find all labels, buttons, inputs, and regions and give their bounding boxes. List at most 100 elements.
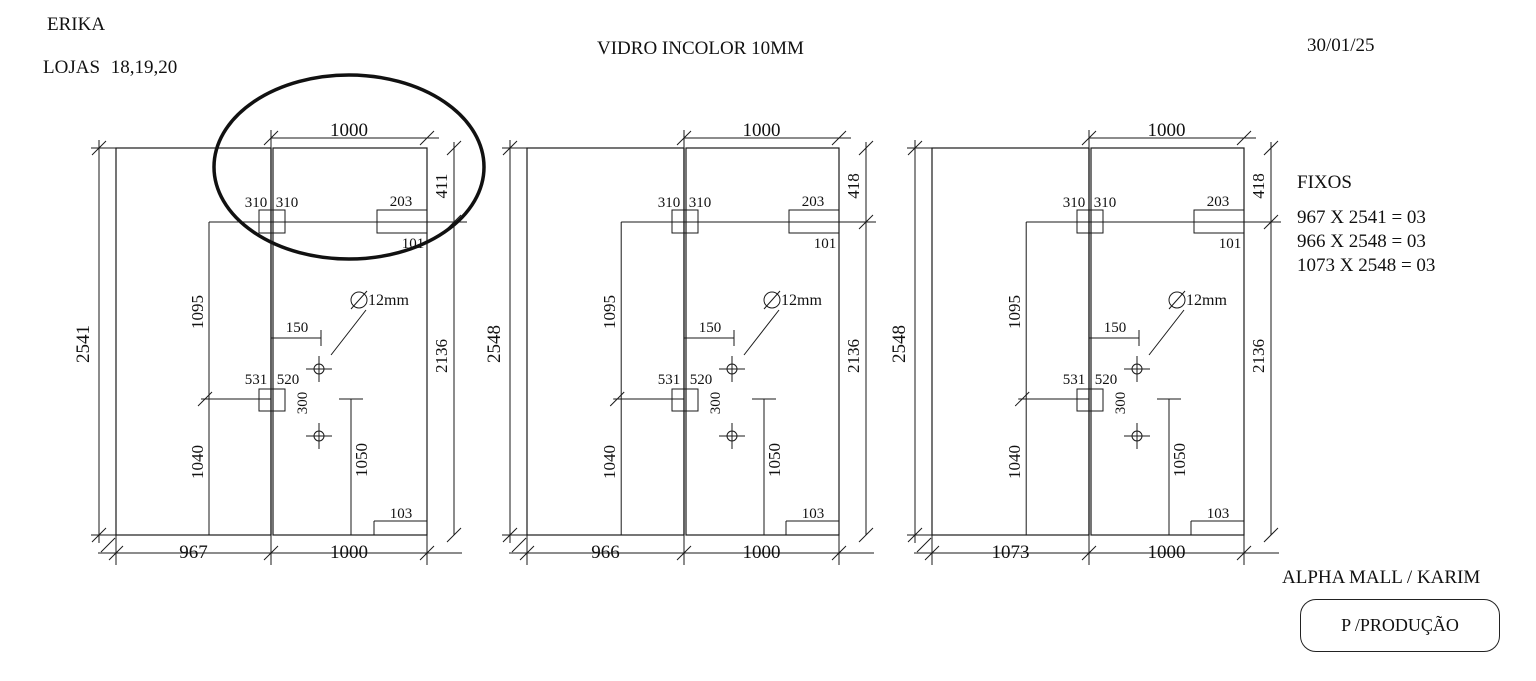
dimension-tick bbox=[1081, 545, 1097, 561]
diameter-symbol bbox=[1168, 291, 1186, 309]
diameter-symbol bbox=[350, 291, 368, 309]
drawing-date: 30/01/25 bbox=[1307, 35, 1375, 56]
handle-height-dim: 1050 bbox=[352, 443, 371, 477]
corner-notch-dim: 103 bbox=[802, 506, 825, 522]
top-width-dim: 1000 bbox=[1148, 120, 1186, 141]
hole-offset-dim: 150 bbox=[1104, 320, 1127, 336]
dimension-tick bbox=[108, 545, 124, 561]
lower-vertical-dim: 1040 bbox=[1005, 445, 1024, 479]
hinge-bottom-left-dim: 531 bbox=[1063, 372, 1086, 388]
door-width-dim: 1000 bbox=[743, 542, 781, 563]
dimension-tick bbox=[831, 130, 847, 146]
top-offset-dim: 418 bbox=[1249, 173, 1268, 199]
dimension-tick bbox=[831, 545, 847, 561]
dimension-tick bbox=[609, 391, 625, 407]
glass-material: VIDRO INCOLOR 10MM bbox=[597, 38, 804, 59]
door-height-dim: 2136 bbox=[1249, 339, 1268, 373]
top-offset-dim: 411 bbox=[432, 174, 451, 199]
stores-line: LOJAS 18,19,20 bbox=[43, 57, 177, 79]
hinge-bottom-right-dim: 520 bbox=[690, 372, 713, 388]
highlight-ellipse bbox=[212, 73, 486, 261]
hinge-bottom-left-dim: 531 bbox=[245, 372, 268, 388]
corner-notch-dim: 103 bbox=[390, 506, 413, 522]
hinge-top-right-dim: 310 bbox=[689, 195, 712, 211]
lock-top-dim: 203 bbox=[1207, 194, 1230, 210]
diameter-leader bbox=[1148, 309, 1185, 356]
top-offset-dim: 418 bbox=[844, 173, 863, 199]
hinge-top-right-dim: 310 bbox=[1094, 195, 1117, 211]
diameter-leader bbox=[743, 309, 780, 356]
top-hinge-patch bbox=[671, 209, 699, 234]
door-glass-outline bbox=[1090, 147, 1245, 536]
total-height-dim: 2548 bbox=[484, 325, 505, 363]
fixed-width-dim: 967 bbox=[179, 542, 208, 563]
stores-numbers: 18,19,20 bbox=[110, 57, 178, 78]
dimension-tick bbox=[676, 545, 692, 561]
dimension-tick bbox=[446, 140, 462, 156]
hole-diameter-dim: 12mm bbox=[368, 292, 409, 309]
dimension-tick bbox=[924, 545, 940, 561]
production-stamp: P /PRODUÇÃO bbox=[1300, 599, 1500, 652]
stores-label: LOJAS bbox=[43, 57, 101, 78]
handle-height-dim: 1050 bbox=[765, 443, 784, 477]
diameter-symbol-slash bbox=[763, 290, 781, 310]
hole-diameter-dim: 12mm bbox=[1186, 292, 1227, 309]
fixed-width-dim: 1073 bbox=[992, 542, 1030, 563]
hole-offset-dim: 150 bbox=[286, 320, 309, 336]
handle-height-dim: 1050 bbox=[1170, 443, 1189, 477]
summary-line: 967 X 2541 = 03 bbox=[1297, 207, 1426, 228]
hinge-bottom-right-dim: 520 bbox=[277, 372, 300, 388]
dimension-tick bbox=[1014, 391, 1030, 407]
upper-vertical-dim: 1095 bbox=[600, 295, 619, 329]
dimension-tick bbox=[916, 537, 932, 553]
summary-title: FIXOS bbox=[1297, 172, 1352, 193]
upper-vertical-dim: 1095 bbox=[188, 295, 207, 329]
lock-bottom-dim: 101 bbox=[1219, 236, 1242, 252]
dimension-tick bbox=[100, 537, 116, 553]
diameter-leader bbox=[330, 309, 367, 356]
stamp-label: P /PRODUÇÃO bbox=[1341, 615, 1459, 635]
bottom-hinge-patch bbox=[258, 388, 286, 412]
top-hinge-patch bbox=[258, 209, 286, 234]
fixed-panels-summary: FIXOS 967 X 2541 = 03 966 X 2548 = 03 10… bbox=[1297, 171, 1435, 278]
hinge-top-right-dim: 310 bbox=[276, 195, 299, 211]
lower-vertical-dim: 1040 bbox=[600, 445, 619, 479]
door-glass-outline bbox=[685, 147, 840, 536]
door-glass-outline bbox=[272, 147, 428, 536]
dimension-tick bbox=[197, 391, 213, 407]
bottom-hinge-patch bbox=[1076, 388, 1104, 412]
hole-spacing-dim: 300 bbox=[295, 392, 311, 415]
upper-vertical-dim: 1095 bbox=[1005, 295, 1024, 329]
dimension-tick bbox=[1236, 130, 1252, 146]
door-height-dim: 2136 bbox=[844, 339, 863, 373]
hole-spacing-dim: 300 bbox=[1113, 392, 1129, 415]
glass-panel-1: 310 310 531 520 203 101 103 150 300 12mm 1050 1095 1… bbox=[73, 120, 467, 565]
hinge-bottom-right-dim: 520 bbox=[1095, 372, 1118, 388]
lock-bottom-dim: 101 bbox=[814, 236, 837, 252]
lower-vertical-dim: 1040 bbox=[188, 445, 207, 479]
hinge-top-left-dim: 310 bbox=[658, 195, 681, 211]
client-location: ALPHA MALL / KARIM bbox=[1282, 567, 1481, 588]
hinge-top-left-dim: 310 bbox=[245, 195, 268, 211]
dimension-tick bbox=[1236, 545, 1252, 561]
dimension-tick bbox=[419, 130, 435, 146]
lock-top-dim: 203 bbox=[802, 194, 825, 210]
door-width-dim: 1000 bbox=[330, 542, 368, 563]
door-height-dim: 2136 bbox=[432, 339, 451, 373]
total-height-dim: 2548 bbox=[889, 325, 910, 363]
top-width-dim: 1000 bbox=[743, 120, 781, 141]
summary-line: 966 X 2548 = 03 bbox=[1297, 231, 1426, 252]
hole-offset-dim: 150 bbox=[699, 320, 722, 336]
summary-line: 1073 X 2548 = 03 bbox=[1297, 255, 1436, 276]
dimension-tick bbox=[858, 140, 874, 156]
dimension-tick bbox=[511, 537, 527, 553]
door-width-dim: 1000 bbox=[1148, 542, 1186, 563]
lock-bottom-dim: 101 bbox=[402, 236, 425, 252]
hole-diameter-dim: 12mm bbox=[781, 292, 822, 309]
lock-top-dim: 203 bbox=[390, 194, 413, 210]
diameter-symbol-slash bbox=[1168, 290, 1186, 310]
dimension-tick bbox=[1263, 140, 1279, 156]
dimension-tick bbox=[263, 545, 279, 561]
dimension-tick bbox=[519, 545, 535, 561]
